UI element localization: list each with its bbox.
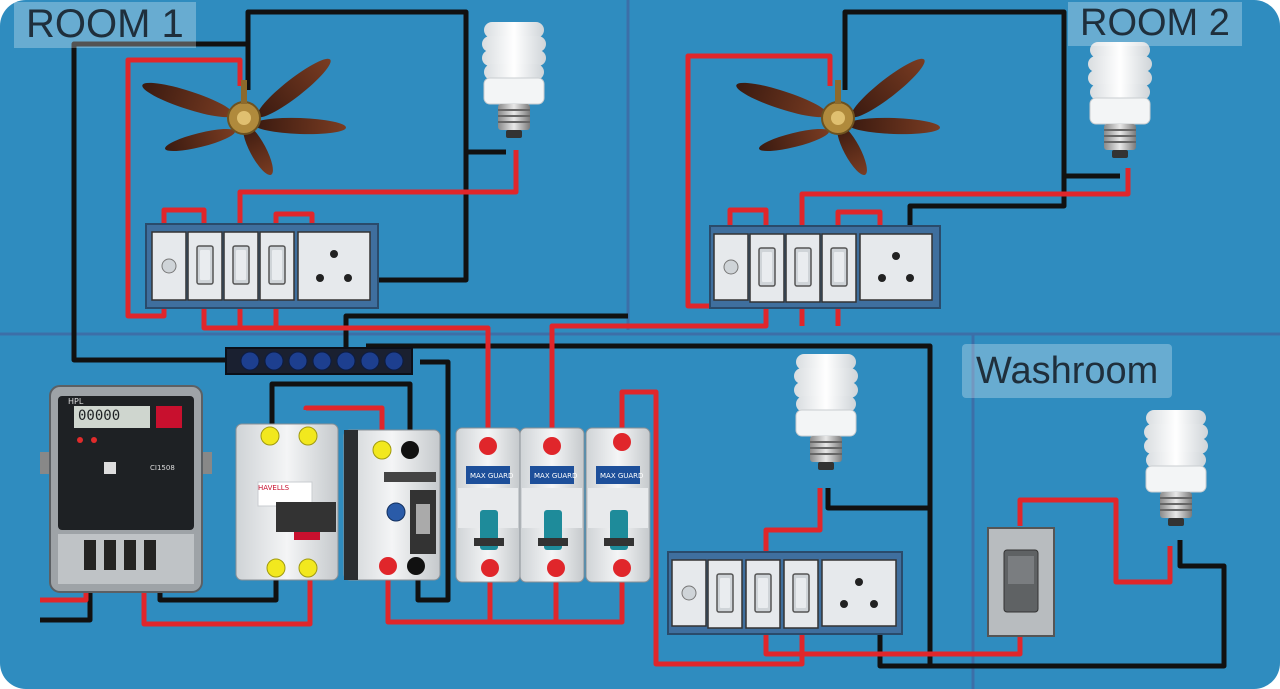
neutral-wires	[40, 9, 1227, 669]
cfl-bulb-room1	[481, 21, 547, 139]
cfl-bulb-hall	[793, 353, 859, 471]
neutral-link-bar	[225, 347, 413, 375]
main-breaker-brand: HAVELLS	[258, 484, 290, 492]
rccb	[343, 429, 441, 581]
cfl-bulb-room2	[1087, 41, 1153, 159]
washroom-switch	[987, 527, 1055, 637]
cfl-bulb-washroom	[1143, 409, 1209, 527]
phase-wires	[40, 53, 1173, 667]
switch-board-room2	[709, 225, 941, 309]
main-breaker	[235, 423, 339, 581]
meter-serial: CI1508	[150, 464, 175, 472]
switch-board-hall	[667, 551, 903, 635]
mcb-3	[585, 427, 651, 583]
mcb-2-brand: MAX GUARD	[534, 472, 577, 480]
ceiling-fan-room2	[732, 51, 942, 180]
mcb-2	[519, 427, 585, 583]
mcb-1	[455, 427, 521, 583]
meter-display: 00000	[78, 408, 120, 424]
mcb-1-brand: MAX GUARD	[470, 472, 513, 480]
energy-meter	[40, 385, 212, 593]
room2-label: ROOM 2	[1068, 2, 1242, 46]
room1-label: ROOM 1	[14, 2, 196, 48]
meter-brand: HPL	[68, 397, 84, 406]
washroom-label: Washroom	[962, 344, 1173, 398]
ceiling-fan-room1	[138, 51, 348, 180]
mcb-3-brand: MAX GUARD	[600, 472, 643, 480]
switch-board-room1	[145, 223, 379, 309]
